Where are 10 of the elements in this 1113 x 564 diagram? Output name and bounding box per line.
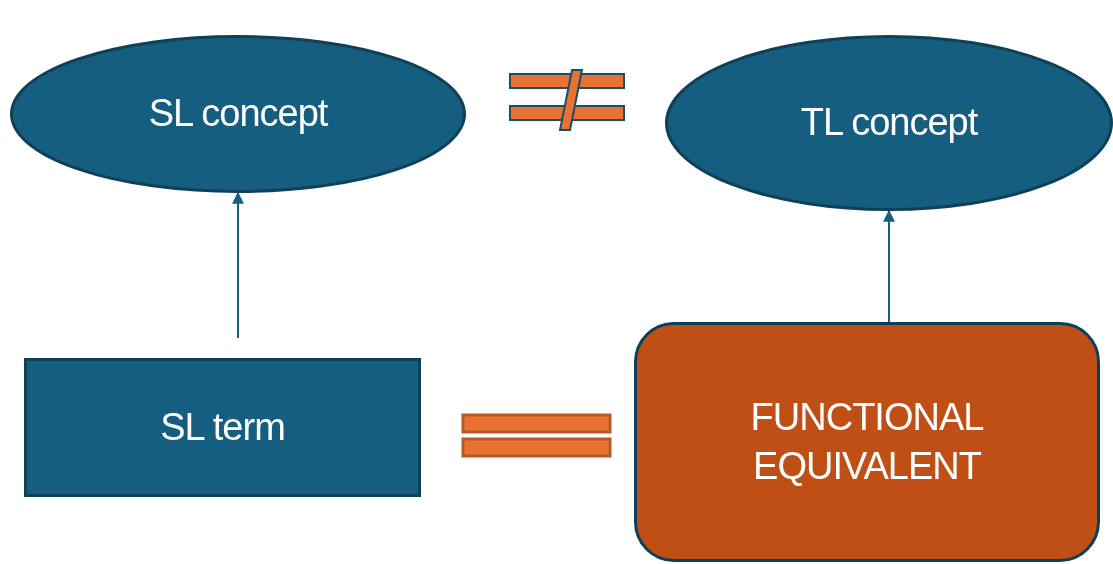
node-label: TL concept xyxy=(800,100,978,146)
rounded-box xyxy=(634,322,1100,562)
node-label: SL term xyxy=(160,404,285,450)
arrow xyxy=(232,191,244,339)
arrow xyxy=(883,209,895,323)
term-box xyxy=(24,358,421,497)
concept-ellipse xyxy=(665,35,1113,211)
concept-ellipse xyxy=(10,35,466,193)
node-label: SL concept xyxy=(148,91,328,137)
node-label: FUNCTIONAL EQUIVALENT xyxy=(749,394,985,489)
